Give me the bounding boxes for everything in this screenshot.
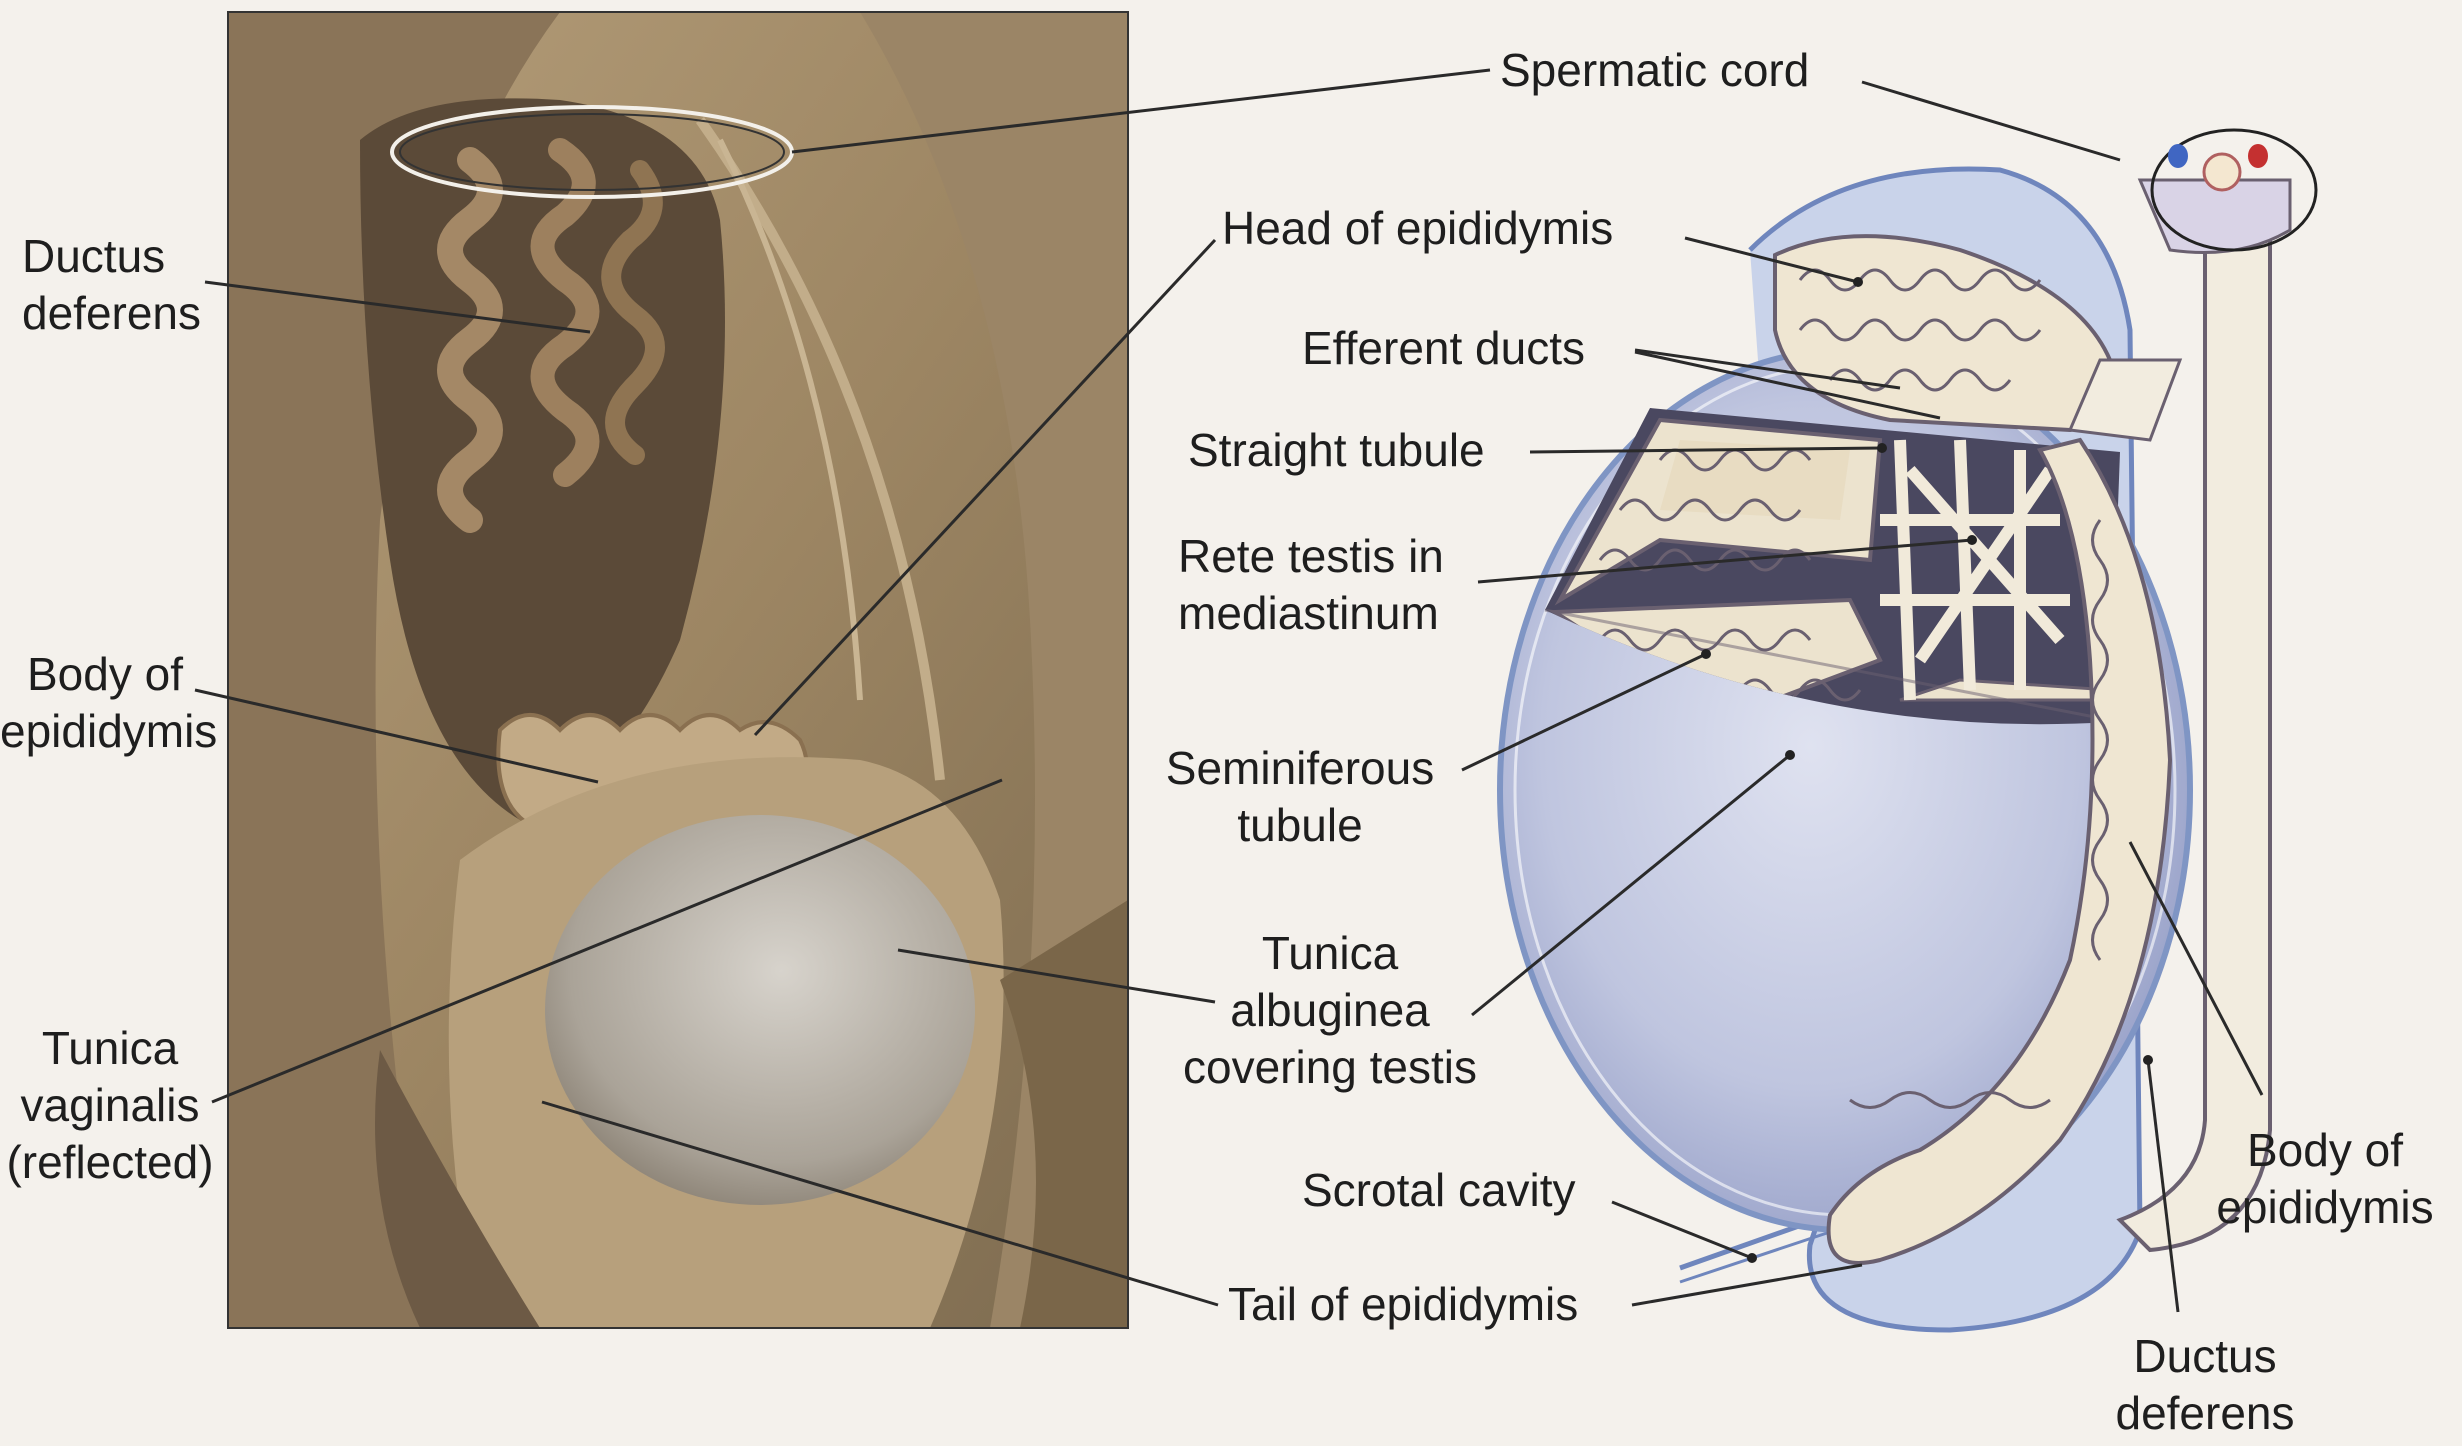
label-seminiferous-tubule: Seminiferous tubule: [1165, 742, 1435, 851]
leader-head-epididymis-photo: [753, 238, 1217, 737]
leader-tunica-albuginea-diagram: [1471, 753, 1791, 1017]
leader-ductus-deferens-right: [2146, 1059, 2180, 1313]
leader-efferent-ducts-a: [1634, 348, 1901, 390]
label-straight-tubule: Straight tubule: [1188, 424, 1485, 476]
leader-ductus-deferens-left: [204, 280, 591, 334]
leader-scrotal-cavity: [1611, 1200, 1753, 1260]
leader-seminiferous-tubule: [1461, 652, 1707, 772]
label-ductus-deferens-left: Ductus deferens: [22, 230, 202, 339]
leader-rete-testis: [1477, 538, 1973, 584]
photo-frame: [227, 11, 1129, 1329]
leader-spermatic-cord-diagram: [1861, 80, 2121, 162]
dissection-photo: [228, 12, 1128, 1328]
leader-body-epididymis-right: [2128, 841, 2264, 1096]
label-tunica-albuginea: Tunica albuginea covering testis: [1182, 927, 1477, 1093]
testis-diagram: [1497, 128, 2318, 1333]
label-efferent-ducts: Efferent ducts: [1302, 322, 1585, 374]
leader-efferent-ducts-b: [1634, 350, 1941, 420]
leader-tail-epididymis-photo: [541, 1100, 1219, 1307]
leader-tunica-albuginea-photo: [897, 948, 1216, 1004]
label-tail-of-epididymis: Tail of epididymis: [1228, 1278, 1579, 1330]
leader-lines: [194, 68, 2264, 1313]
label-body-of-epididymis-left: Body of epididymis: [0, 648, 218, 757]
label-body-of-epididymis-right: Body of epididymis: [2216, 1124, 2434, 1233]
label-tunica-vaginalis: Tunica vaginalis (reflected): [6, 1022, 214, 1188]
leader-tunica-vaginalis: [211, 778, 1003, 1104]
leader-body-epididymis-left: [194, 688, 599, 784]
leader-straight-tubule: [1529, 446, 1883, 454]
label-head-of-epididymis: Head of epididymis: [1222, 202, 1614, 254]
leader-head-epididymis-diagram: [1684, 236, 1859, 284]
label-ductus-deferens-right: Ductus deferens: [2115, 1330, 2295, 1439]
label-rete-testis: Rete testis in mediastinum: [1178, 530, 1444, 639]
label-spermatic-cord: Spermatic cord: [1500, 44, 1810, 96]
label-scrotal-cavity: Scrotal cavity: [1302, 1164, 1576, 1216]
leader-tail-epididymis-diagram: [1631, 1263, 1863, 1307]
leader-spermatic-cord-photo: [791, 68, 1491, 154]
